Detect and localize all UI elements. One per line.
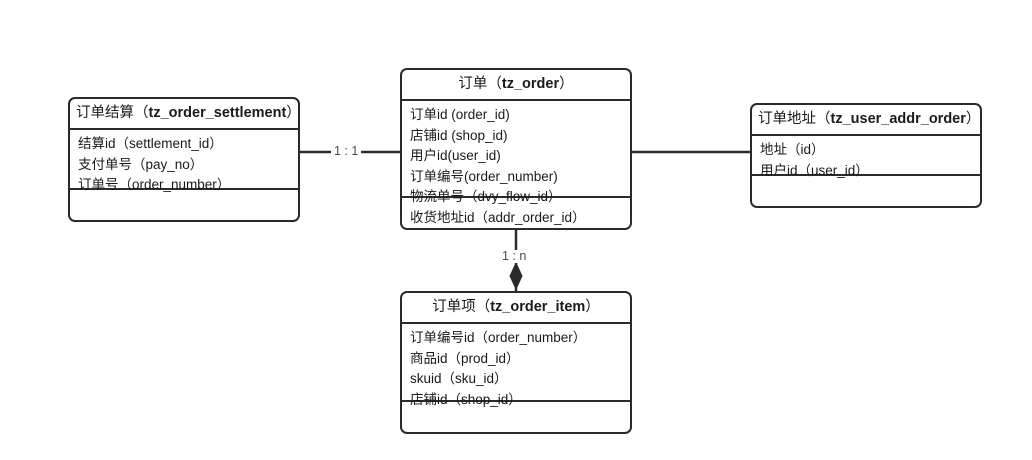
paren-open: （ <box>816 111 831 127</box>
paren-open: （ <box>487 76 502 92</box>
entity-attributes-order-item: 订单编号id（order_number） 商品id（prod_id） skuid… <box>402 324 630 407</box>
attribute-row: 商品id（prod_id） <box>410 350 520 366</box>
attribute-row: 支付单号（pay_no） <box>78 156 204 172</box>
entity-attributes-order: 订单id (order_id) 店铺id (shop_id) 用户id(user… <box>402 101 630 225</box>
paren-close: ） <box>559 76 574 92</box>
attribute-row: 收货地址id（addr_order_id） <box>410 209 586 225</box>
entity-table-name: tz_user_addr_order <box>830 111 966 127</box>
attribute-row: 用户id(user_id) <box>410 148 501 164</box>
attribute-row: 订单id (order_id) <box>410 107 510 123</box>
cardinality-label-order-item: 1 : n <box>499 250 530 263</box>
paren-open: （ <box>134 105 149 121</box>
entity-order-settlement[interactable]: 订单结算（tz_order_settlement） 结算id（settlemen… <box>68 97 301 223</box>
paren-close: ） <box>286 105 301 121</box>
filled-diamond-marker <box>509 261 523 291</box>
paren-open: （ <box>475 299 491 315</box>
entity-header-user-addr-order: 订单地址（tz_user_addr_order） <box>752 105 981 137</box>
attribute-row: 订单编号id（order_number） <box>410 330 587 346</box>
attribute-row: 订单号（order_number） <box>78 177 231 193</box>
entity-name-cn: 订单结算 <box>76 105 134 121</box>
entity-table-name: tz_order_settlement <box>148 105 287 121</box>
attribute-row: 结算id（settlement_id） <box>78 136 223 152</box>
attribute-row: 订单编号(order_number) <box>410 168 558 184</box>
entity-attributes-order-settlement: 结算id（settlement_id） 支付单号（pay_no） 订单号（ord… <box>70 130 298 192</box>
attribute-row: 店铺id（shop_id） <box>410 391 522 407</box>
attribute-row: 用户id（user_id） <box>760 162 869 178</box>
attribute-row: 物流单号（dvy_flow_id） <box>410 189 562 205</box>
entity-table-name: tz_order <box>501 76 560 92</box>
entity-name-cn: 订单地址 <box>758 111 816 127</box>
entity-order-item[interactable]: 订单项（tz_order_item） 订单编号id（order_number） … <box>400 291 632 435</box>
cardinality-label-settlement-order: 1 : 1 <box>331 145 362 158</box>
paren-close: ） <box>585 299 600 315</box>
paren-close: ） <box>965 111 981 127</box>
attribute-row: skuid（sku_id） <box>410 371 508 387</box>
entity-header-order: 订单（tz_order） <box>402 70 630 102</box>
entity-order[interactable]: 订单（tz_order） 订单id (order_id) 店铺id (shop_… <box>400 68 632 231</box>
entity-name-cn: 订单 <box>458 76 488 92</box>
entity-user-addr-order[interactable]: 订单地址（tz_user_addr_order） 地址（id） 用户id（use… <box>750 103 982 209</box>
attribute-row: 店铺id (shop_id) <box>410 127 508 143</box>
attribute-row: 地址（id） <box>760 142 825 158</box>
entity-name-cn: 订单项 <box>432 299 476 315</box>
entity-header-order-settlement: 订单结算（tz_order_settlement） <box>70 99 301 131</box>
entity-attributes-user-addr-order: 地址（id） 用户id（user_id） <box>752 136 980 178</box>
entity-table-name: tz_order_item <box>490 299 586 315</box>
entity-header-order-item: 订单项（tz_order_item） <box>402 293 630 325</box>
